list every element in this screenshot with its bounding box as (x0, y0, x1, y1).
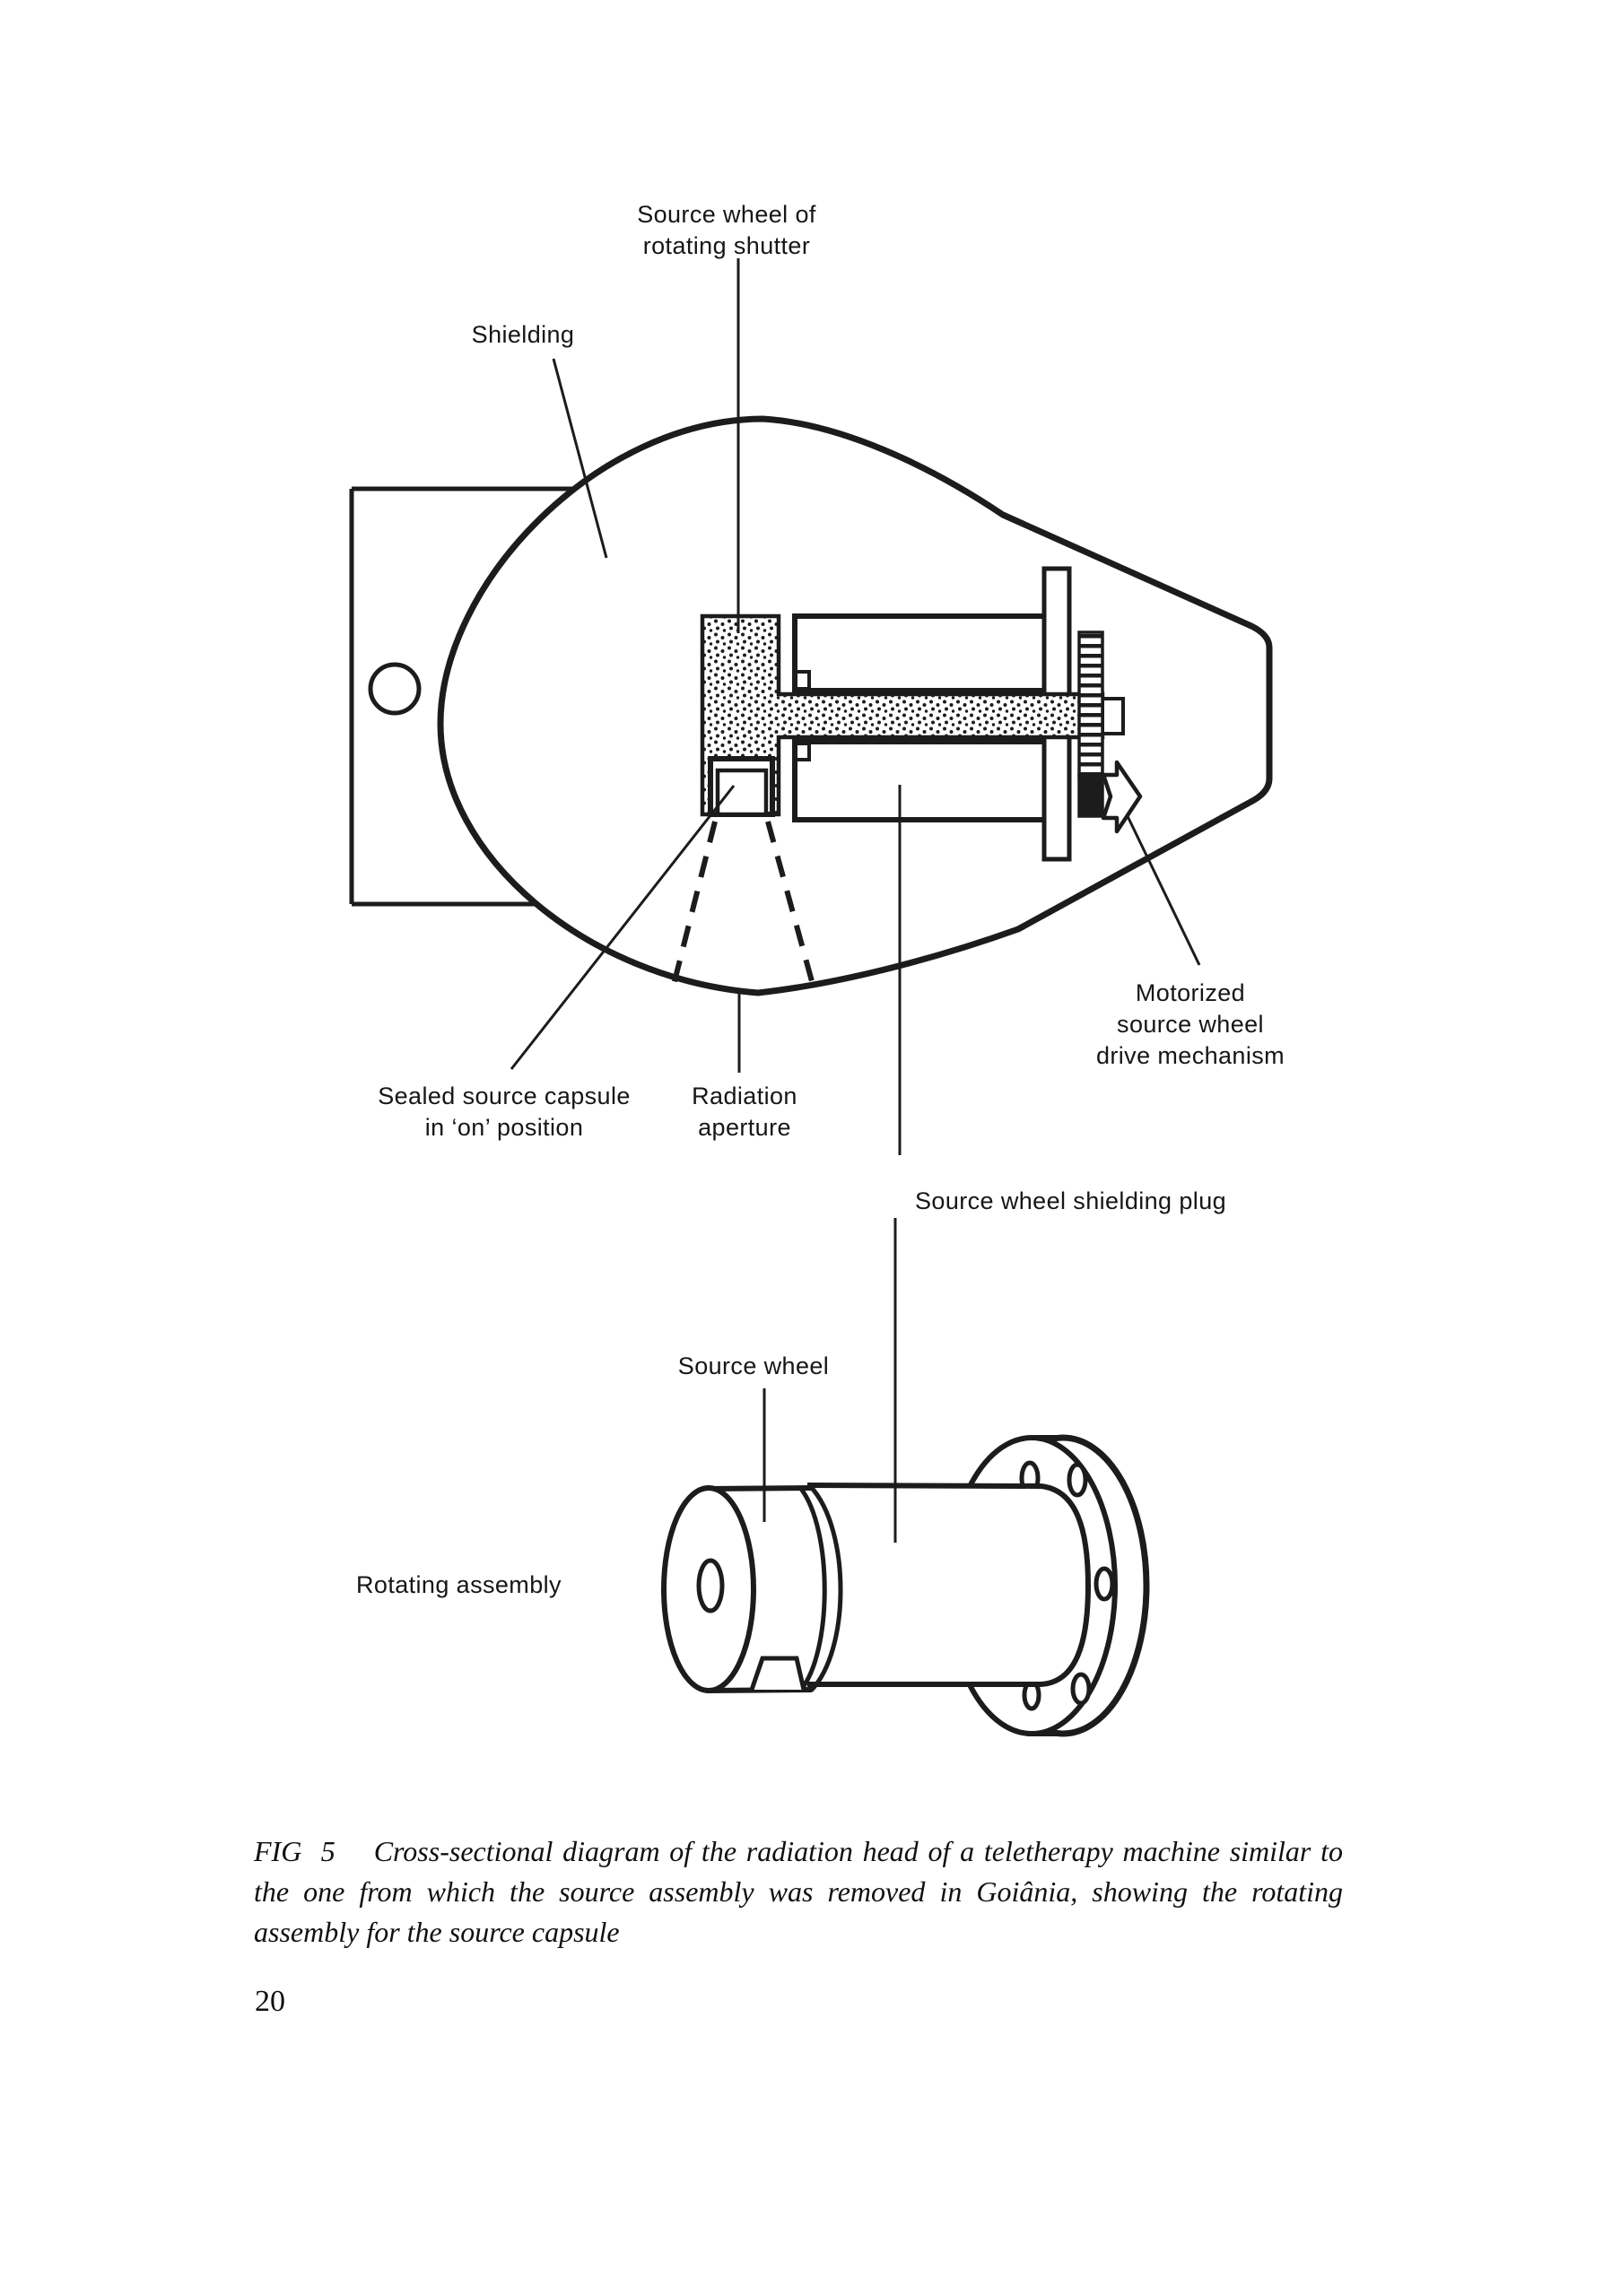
lower-housing-block (792, 739, 1050, 822)
capsule-housing (708, 756, 775, 817)
drive-direction-arrow (1101, 760, 1143, 834)
wheel-rim-arc-outer (809, 1485, 843, 1692)
figure-caption: FIG 5 Cross-sectional diagram of the rad… (254, 1835, 1350, 1948)
wheel-key-notch (749, 1656, 806, 1691)
leader-motorized-drive (1125, 813, 1201, 966)
main-cylinder-outline (806, 1483, 1092, 1687)
wheel-rim-arc-inner (798, 1487, 827, 1692)
radiation-head-cross-section (349, 258, 1273, 1155)
rotating-assembly-drawing (661, 1218, 1150, 1737)
label-source-wheel: Source wheel (677, 1352, 830, 1379)
label-source-wheel-shielding-plug: Source wheel shielding plug (915, 1187, 1227, 1214)
page-number: 20 (255, 1985, 285, 2018)
leader-shielding (552, 358, 608, 559)
shutter-housing (792, 613, 1050, 822)
label-sealed-source-capsule: Sealed source capsule in ‘on’ position (378, 1083, 631, 1141)
leader-sealed-capsule (510, 785, 736, 1070)
upper-housing-block (792, 613, 1050, 693)
drive-screw (1077, 631, 1125, 818)
label-rotating-assembly: Rotating assembly (356, 1571, 562, 1598)
mounting-bracket (349, 486, 597, 907)
leader-lines-assembly (762, 1218, 897, 1543)
main-cylinder-fill (807, 1485, 1088, 1684)
label-shielding: Shielding (471, 321, 575, 348)
screw-dark-section (1077, 774, 1104, 818)
upper-housing-notch (794, 670, 811, 691)
label-source-wheel-of-rotating-shutter: Source wheel of rotating shutter (637, 201, 816, 259)
radiation-beam-dashed (671, 821, 815, 986)
source-wheel-cylinder (661, 1485, 843, 1693)
label-motorized-drive-mechanism: Motorized source wheel drive mechanism (1095, 979, 1285, 1069)
label-radiation-aperture: Radiation aperture (692, 1083, 797, 1141)
leader-lines (510, 258, 1201, 1155)
sealed-source-capsule-shape (715, 768, 769, 817)
wheel-front-face (661, 1485, 756, 1693)
wheel-center-hole (696, 1558, 725, 1613)
bracket-bolt-hole (368, 662, 422, 716)
lower-housing-notch (794, 742, 811, 761)
screw-shaft-end (1101, 697, 1125, 735)
screw-threads (1077, 631, 1104, 778)
